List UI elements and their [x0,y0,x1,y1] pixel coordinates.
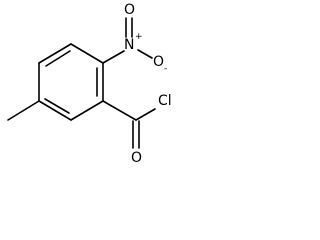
nitro-nitrogen-charge: + [135,32,143,42]
ring-bond-c3-c4 [38,100,72,121]
molecule-structure: O N + O - Cl O [7,2,172,166]
n-o-side-bond [137,49,153,59]
methyl-bond [7,100,40,121]
acyl-chlorine-label: Cl [158,93,172,109]
benzene-ring [38,43,104,121]
acyl-chloride-group: Cl O [102,93,172,166]
nitro-oxygen-side-label: O [153,54,164,70]
c1-n-bond [102,50,125,64]
carbonyl-oxygen-label: O [131,150,142,166]
nitro-oxygen-side-charge: - [164,64,167,74]
ring-double-bond-inner-bottom-left [44,98,70,114]
ring-double-bond-inner-top [45,50,71,67]
c2-carbonyl-bond [102,100,137,121]
carbonyl-cl-bond [135,108,156,121]
nitro-oxygen-top-label: O [124,2,135,18]
ring-bond-c6-c1 [70,43,104,64]
ring-bond-c2-c3 [70,100,104,121]
ring-bond-c5-c6 [38,43,72,64]
nitro-nitrogen-label: N [124,37,134,53]
nitro-group: O N + O - [102,2,167,74]
